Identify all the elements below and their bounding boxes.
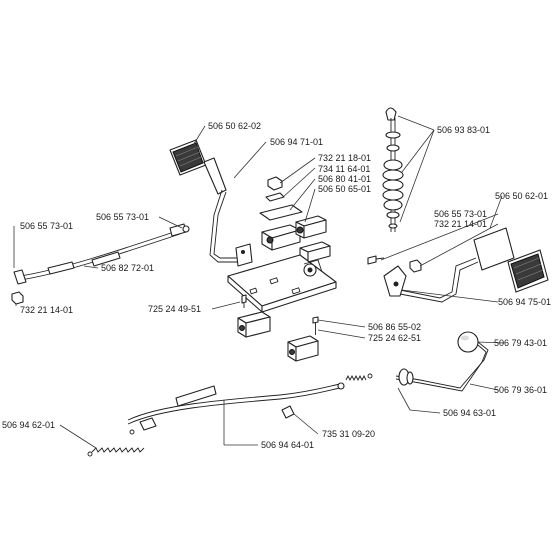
screw-right: [312, 316, 319, 335]
upper-left-nut: [11, 291, 24, 305]
leader-lines: [13, 115, 505, 449]
label-506-80-41-01: 506 80 41-01: [318, 174, 371, 184]
hardware-stack: [259, 176, 331, 263]
label-732-21-14-01-left: 732 21 14-01: [20, 305, 73, 315]
upper-left-cable: [13, 223, 190, 285]
label-735-31-09-20: 735 31 09-20: [322, 429, 375, 439]
label-506-55-73-01-right: 506 55 73-01: [434, 209, 487, 219]
label-506-94-71-01: 506 94 71-01: [270, 137, 323, 147]
label-506-82-72-01: 506 82 72-01: [101, 263, 154, 273]
mounting-plate: [227, 254, 337, 313]
label-506-55-73-01-left: 506 55 73-01: [20, 221, 73, 231]
label-506-50-62-02: 506 50 62-02: [208, 121, 261, 131]
screw-left: [241, 294, 247, 308]
label-506-50-62-01: 506 50 62-01: [495, 191, 548, 201]
label-506-94-62-01: 506 94 62-01: [2, 420, 55, 430]
right-pedal-pad: [473, 227, 549, 293]
lower-left-spring: [87, 429, 145, 457]
label-506-94-63-01: 506 94 63-01: [443, 408, 496, 418]
knob-rod: [395, 331, 489, 392]
spring-assembly: [382, 107, 404, 232]
label-725-24-62-51: 725 24 62-51: [368, 333, 421, 343]
label-506-94-64-01: 506 94 64-01: [261, 440, 314, 450]
label-725-24-49-51: 725 24 49-51: [148, 304, 201, 314]
label-506-94-75-01: 506 94 75-01: [498, 297, 551, 307]
small-clip: [281, 405, 295, 419]
lower-block-left: [237, 311, 271, 338]
part-labels: 506 50 62-02 506 94 71-01 732 21 18-01 7…: [2, 121, 551, 450]
right-pedal-arm: [367, 255, 479, 303]
label-734-11-64-01: 734 11 64-01: [318, 164, 370, 174]
label-732-21-14-01-right: 732 21 14-01: [434, 219, 487, 229]
label-506-79-43-01: 506 79 43-01: [494, 338, 547, 348]
right-nut: [409, 259, 422, 273]
label-506-79-36-01: 506 79 36-01: [494, 385, 547, 395]
label-506-55-73-01-upper: 506 55 73-01: [96, 212, 149, 222]
left-pedal-pad: [169, 139, 207, 176]
label-506-93-83-01: 506 93 83-01: [437, 125, 490, 135]
label-506-50-65-01: 506 50 65-01: [318, 184, 371, 194]
middle-spring: [345, 373, 373, 382]
label-732-21-18-01: 732 21 18-01: [318, 153, 371, 163]
label-506-86-55-02: 506 86 55-02: [368, 322, 421, 332]
lower-block-right: [287, 335, 319, 362]
lower-cable: [127, 382, 345, 431]
left-pedal-arm: [203, 157, 253, 267]
